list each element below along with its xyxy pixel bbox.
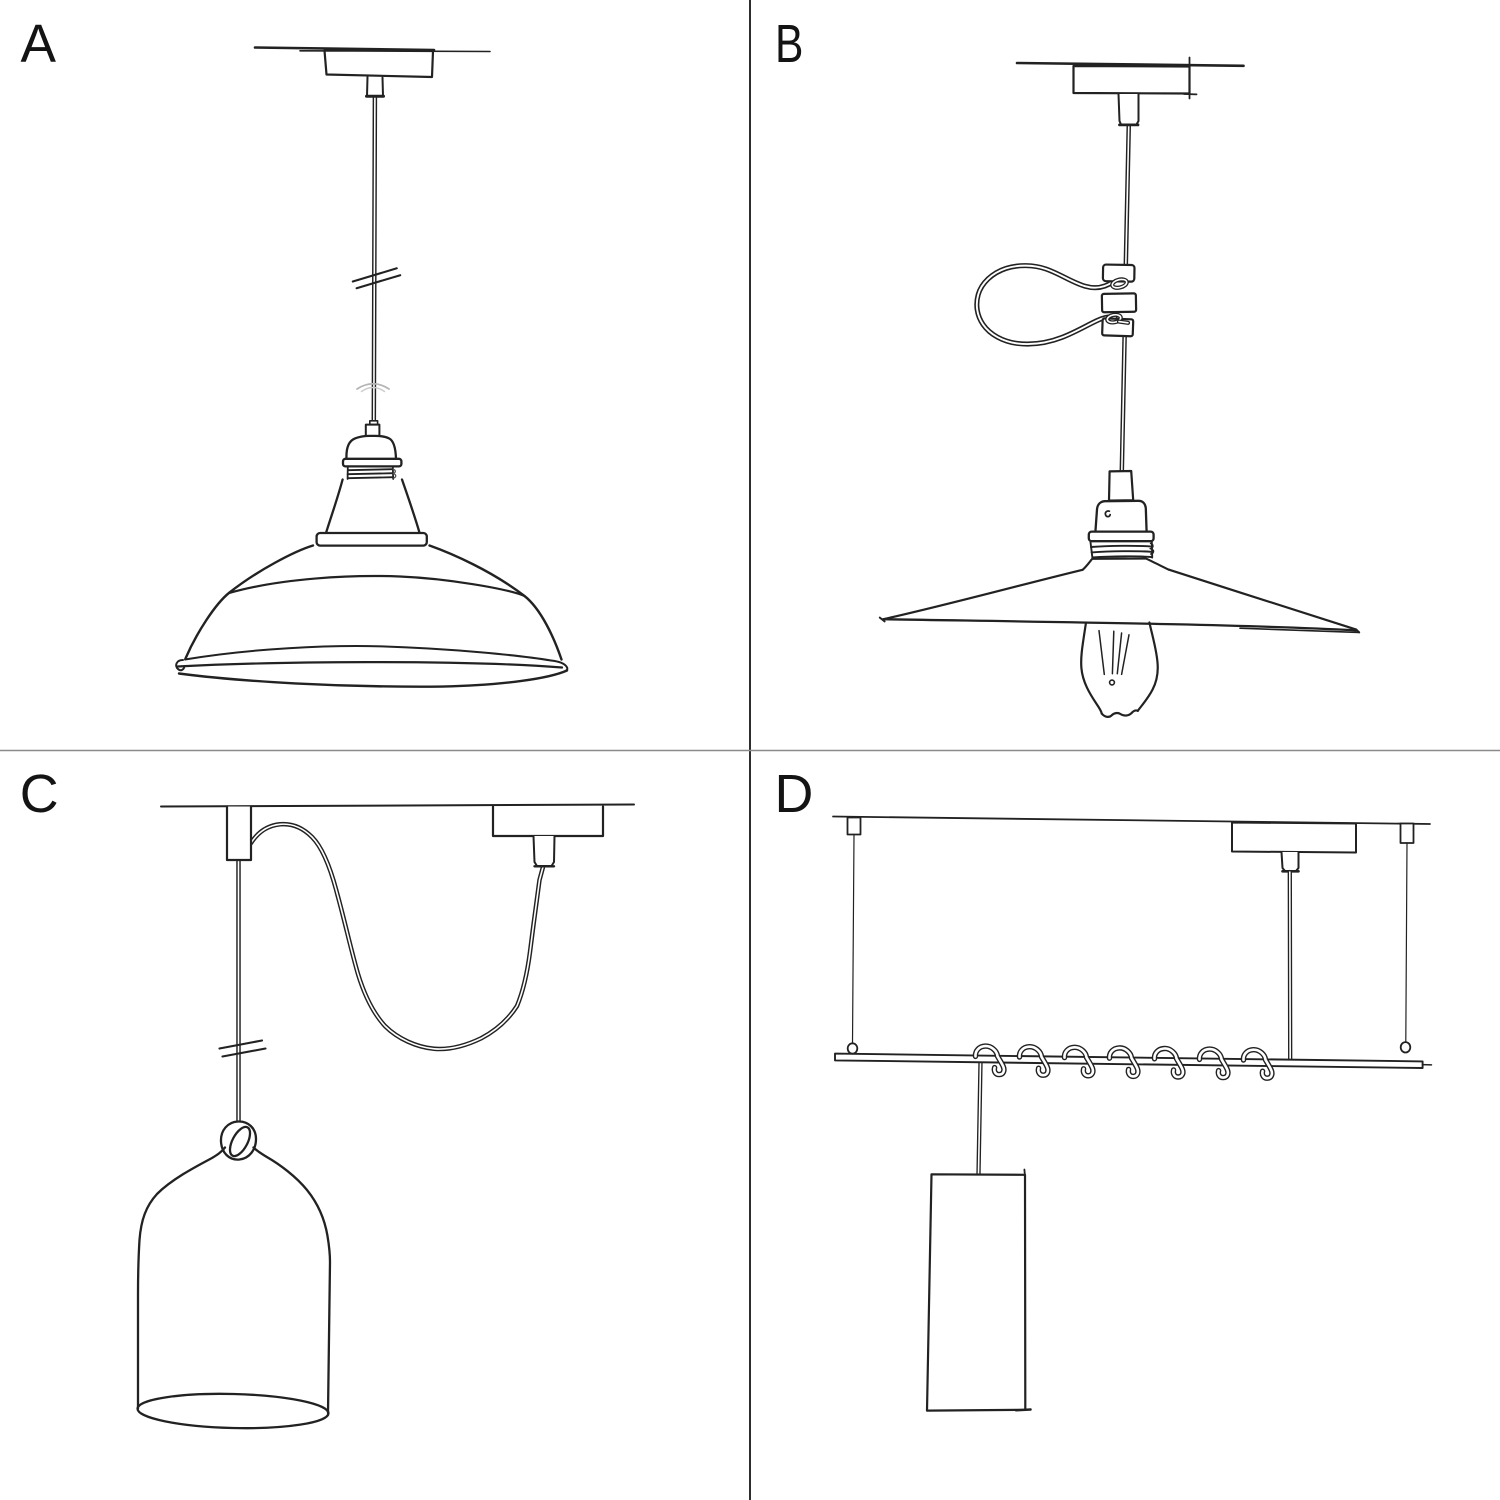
svg-text:B: B — [775, 14, 803, 74]
svg-text:D: D — [775, 764, 814, 824]
svg-text:C: C — [20, 764, 59, 824]
svg-text:A: A — [21, 14, 57, 74]
